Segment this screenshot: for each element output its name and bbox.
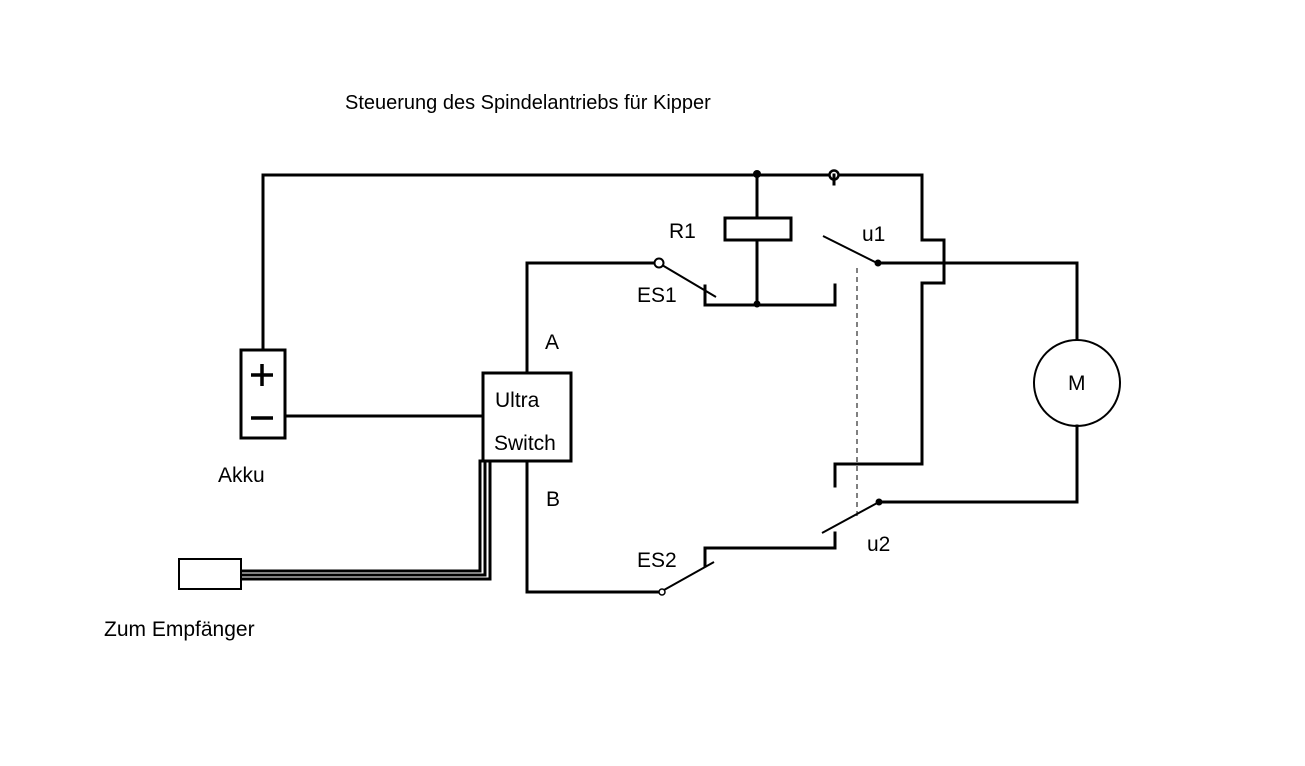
es1-pivot xyxy=(653,257,665,269)
u2-es2-wire xyxy=(703,531,837,568)
battery-label: Akku xyxy=(218,464,265,487)
es2-pivot xyxy=(658,588,666,596)
junction-relay-bus xyxy=(753,300,761,308)
u1-label: u1 xyxy=(862,223,885,246)
module-label-line1: Ultra xyxy=(495,389,540,412)
es1-relay-bus xyxy=(703,283,837,307)
u1-contact-blade xyxy=(822,235,878,264)
u2-contact-blade xyxy=(821,501,880,534)
output-a-wire xyxy=(525,261,660,377)
motor-label: M xyxy=(1068,372,1086,395)
supply-rail xyxy=(261,173,946,466)
es2-label: ES2 xyxy=(637,549,677,572)
battery-symbol xyxy=(239,348,287,440)
motor-bottom-wire xyxy=(877,424,1079,504)
output-b-label: B xyxy=(546,488,560,511)
receiver-label: Zum Empfänger xyxy=(104,618,255,641)
receiver-cable xyxy=(239,459,492,581)
module-label-line2: Switch xyxy=(494,432,556,455)
relay-label: R1 xyxy=(669,220,696,243)
relay-coil-r1 xyxy=(723,216,793,242)
motor-top-wire xyxy=(876,261,1079,342)
output-b-wire xyxy=(525,458,662,594)
es1-switch-blade xyxy=(661,264,717,298)
output-a-label: A xyxy=(545,331,559,354)
es2-switch-blade xyxy=(663,561,715,591)
diagram-title: Steuerung des Spindelantriebs für Kipper xyxy=(345,92,711,114)
receiver-connector xyxy=(178,558,242,590)
es1-label: ES1 xyxy=(637,284,677,307)
ultra-switch-module xyxy=(481,371,573,463)
u2-label: u2 xyxy=(867,533,890,556)
